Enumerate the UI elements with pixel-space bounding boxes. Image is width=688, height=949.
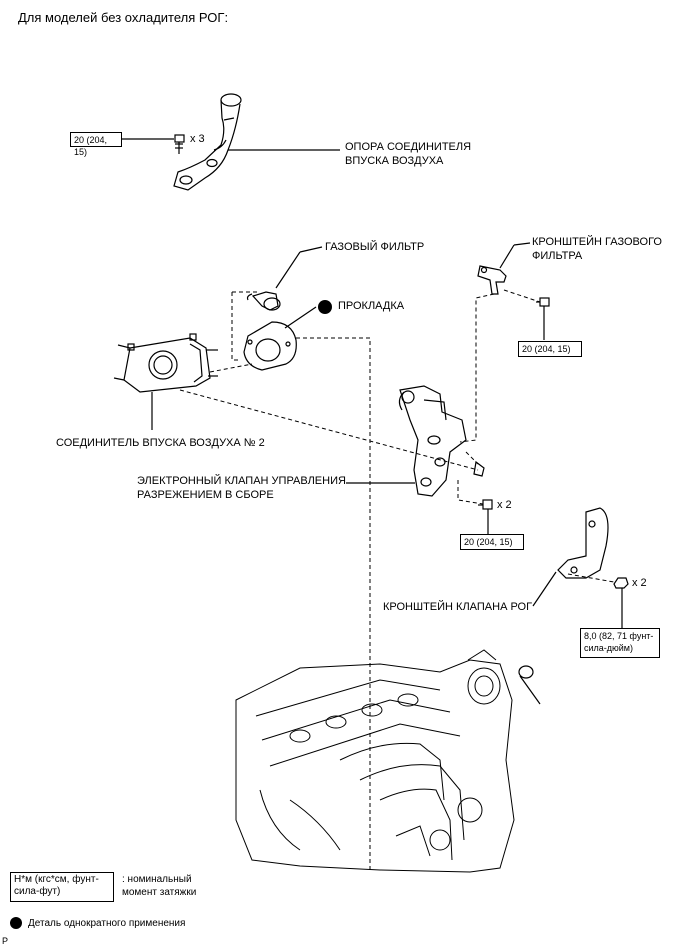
legend-one-time-icon (10, 917, 22, 929)
egr-nut (613, 577, 629, 589)
valve-bolt (478, 499, 493, 510)
torque-box-bracket: 20 (204, 15) (518, 341, 582, 357)
legend-one-time-text: Деталь однократного применения (28, 918, 186, 929)
label-gasket: ПРОКЛАДКА (338, 300, 405, 312)
hose-piece (473, 460, 485, 477)
figure-code: P (2, 936, 9, 946)
torque-box-support: 20 (204, 15) (70, 132, 122, 157)
torque-box-egr: 8,0 (82, 71 фунт- сила-дюйм) (580, 628, 660, 658)
bracket-bolt (536, 297, 550, 307)
torque-box-valve: 20 (204, 15) (460, 534, 524, 550)
label-intake-connector: СОЕДИНИТЕЛЬ ВПУСКА ВОЗДУХА № 2 (56, 437, 265, 449)
legend-torque-units: Н*м (кгс*см, фунт- сила-фут) (10, 872, 114, 902)
label-gas-filter: ГАЗОВЫЙ ФИЛЬТР (325, 241, 425, 253)
egr-bracket-part (557, 507, 609, 579)
gas-filter-bracket-part (477, 265, 507, 295)
label-intake-support: ОПОРА СОЕДИНИТЕЛЯ ВПУСКА ВОЗДУХА (345, 141, 472, 167)
multiplier-valve-bolt: x 2 (497, 499, 512, 511)
egr-sensor (518, 665, 541, 705)
label-egr-bracket: КРОНШТЕЙН КЛАПАНА РОГ (383, 601, 533, 613)
label-vacuum-valve: ЭЛЕКТРОННЫЙ КЛАПАН УПРАВЛЕНИЯ РАЗРЕЖЕНИЕ… (137, 475, 346, 501)
gasket-part (243, 321, 297, 371)
page-title: Для моделей без охладителя РОГ: (18, 10, 229, 25)
support-bolt (174, 134, 185, 154)
intake-connector-part (113, 333, 218, 393)
legend-torque-desc: : номинальный момент затяжки (122, 874, 197, 898)
multiplier-egr-nut: x 2 (632, 577, 647, 589)
multiplier-support-bolt: x 3 (190, 133, 205, 145)
label-gas-filter-bracket: КРОНШТЕЙН ГАЗОВОГО ФИЛЬТРА (532, 236, 662, 262)
vacuum-valve-part (398, 385, 467, 497)
engine-block (235, 649, 515, 873)
one-time-use-icon (318, 300, 332, 314)
gas-filter-part (246, 291, 281, 311)
intake-support-part (173, 93, 242, 191)
